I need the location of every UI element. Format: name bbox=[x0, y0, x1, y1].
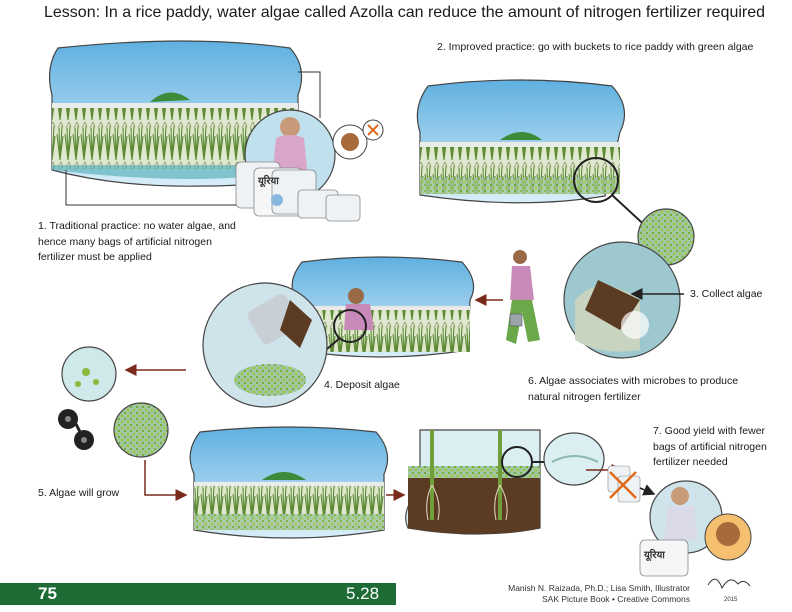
step-3-label: 3. Collect algae bbox=[690, 288, 763, 300]
fewer-bags-icon bbox=[607, 465, 641, 503]
fertilizer-bags-many bbox=[235, 161, 361, 222]
page-number: 75 bbox=[38, 584, 57, 603]
page-version: 5.28 bbox=[346, 584, 380, 603]
credit-authors: Manish N. Raizada, Ph.D.; Lisa Smith, Il… bbox=[508, 583, 690, 593]
paddy-grown bbox=[189, 426, 389, 539]
step-6-label: 6. Algae associates with microbes to pro… bbox=[528, 375, 739, 403]
credit-block: Manish N. Raizada, Ph.D.; Lisa Smith, Il… bbox=[450, 583, 690, 605]
illustrator-signature bbox=[707, 578, 751, 590]
paddy-traditional bbox=[48, 40, 303, 187]
paddy-improved bbox=[416, 79, 626, 204]
step-1-label: 1. Traditional practice: no water algae,… bbox=[38, 220, 236, 263]
lesson-title: Lesson: In a rice paddy, water algae cal… bbox=[44, 4, 766, 21]
bag-label-top: यूरिया bbox=[257, 174, 279, 188]
deposit-algae-inset bbox=[202, 282, 328, 408]
good-yield-inset bbox=[639, 480, 752, 577]
step-2-label: 2. Improved practice: go with buckets to… bbox=[437, 41, 754, 53]
credit-license: SAK Picture Book • Creative Commons bbox=[541, 594, 690, 604]
step-4-label: 4. Deposit algae bbox=[324, 379, 400, 391]
root-cross-section bbox=[405, 429, 541, 535]
step-5-label: 5. Algae will grow bbox=[38, 487, 120, 499]
bag-label-bottom: यूरिया bbox=[643, 548, 665, 562]
microbe-inset bbox=[543, 432, 605, 486]
footer-bar bbox=[0, 583, 396, 605]
signature-year: 2015 bbox=[724, 597, 738, 603]
algae-growth-insets bbox=[58, 346, 169, 458]
step-7-label: 7. Good yield with fewer bags of artific… bbox=[653, 425, 767, 468]
collect-algae-inset bbox=[563, 241, 681, 359]
farmer-with-bucket bbox=[506, 250, 540, 344]
